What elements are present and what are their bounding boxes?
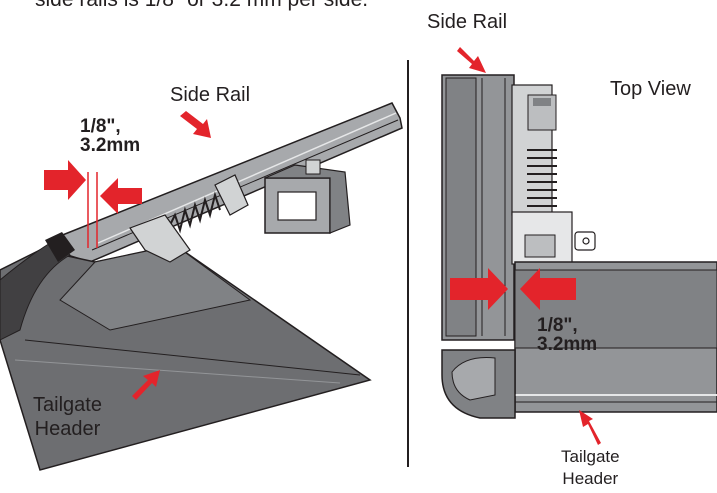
right-top-view: [441, 74, 717, 419]
arrow-gap-left-a: [44, 160, 86, 200]
gap-inch-value: 1/8",: [80, 116, 121, 137]
gap-measurement-right: 1/8", 3.2mm: [537, 316, 597, 354]
arrow-side-rail-left: [180, 111, 211, 138]
gap-measurement-left: 1/8", 3.2mm: [80, 117, 140, 155]
side-rail-label-left: Side Rail: [170, 84, 251, 106]
instruction-caption: side rails is 1/8" or 3.2 mm per side.: [35, 0, 368, 12]
tailgate-header-label-right: Tailgate Header: [561, 446, 620, 490]
arrow-gap-right-b: [520, 268, 576, 310]
gap-mm-value: 3.2mm: [537, 334, 598, 355]
top-view-label: Top View: [610, 78, 691, 100]
header-label-line: Header: [562, 469, 619, 488]
arrow-gap-right-a: [450, 268, 508, 310]
left-perspective-view: [0, 102, 403, 471]
gap-inch-value: 1/8",: [537, 315, 578, 336]
arrow-gap-left-b: [100, 178, 142, 214]
arrow-tailgate-right: [579, 410, 601, 445]
side-rail-label-right: Side Rail: [427, 11, 508, 33]
end-cap-left: [45, 232, 75, 262]
gap-mm-value: 3.2mm: [80, 135, 141, 156]
tailgate-header-label-left: Tailgate Header: [33, 393, 102, 441]
tailgate-label-line: Tailgate: [561, 447, 620, 466]
header-label-line: Header: [34, 418, 101, 440]
arrow-tailgate-left: [132, 370, 160, 400]
tailgate-label-line: Tailgate: [33, 394, 102, 416]
clamp-mechanism-right: [511, 84, 596, 265]
arrow-side-rail-right: [457, 47, 486, 73]
spring-latch-left: [129, 174, 249, 263]
clamp-bracket-left: [264, 159, 351, 234]
